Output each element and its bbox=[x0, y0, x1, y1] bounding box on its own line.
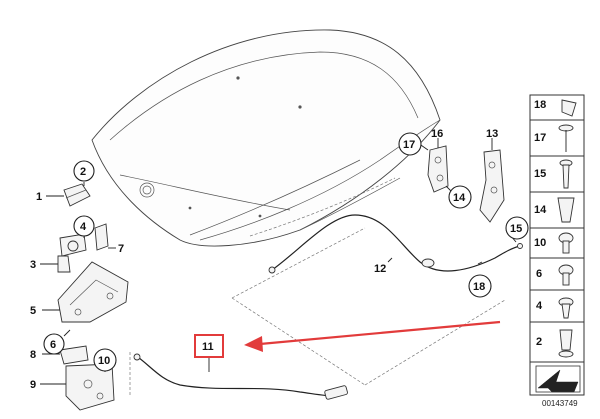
callout-3: 3 bbox=[30, 259, 36, 271]
callout-18: 18 bbox=[473, 281, 485, 293]
hood-hinge-parts bbox=[427, 145, 505, 223]
callout-4: 4 bbox=[80, 221, 87, 233]
callout-17: 17 bbox=[403, 139, 415, 151]
assembly-boundary bbox=[129, 227, 506, 395]
release-cable-lower bbox=[133, 353, 348, 400]
callout-1: 1 bbox=[36, 191, 42, 203]
panel-item-6: 6 bbox=[536, 268, 542, 280]
hood-illustration bbox=[91, 29, 441, 247]
callout-6: 6 bbox=[50, 339, 56, 351]
panel-arrow-icon bbox=[537, 369, 579, 393]
panel-item-4: 4 bbox=[536, 300, 543, 312]
panel-item-10: 10 bbox=[534, 237, 546, 249]
callout-2: 2 bbox=[80, 166, 86, 178]
callout-9: 9 bbox=[30, 379, 36, 391]
panel-item-2: 2 bbox=[536, 336, 542, 348]
diagram-id: 00143749 bbox=[542, 399, 578, 408]
callout-16: 16 bbox=[431, 128, 443, 140]
panel-item-14: 14 bbox=[534, 204, 547, 216]
callout-15: 15 bbox=[510, 223, 522, 235]
callout-10: 10 bbox=[98, 355, 110, 367]
highlight-arrow bbox=[244, 320, 501, 352]
callout-5: 5 bbox=[30, 305, 36, 317]
release-cable bbox=[268, 214, 523, 274]
callout-12: 12 bbox=[374, 263, 386, 275]
panel-item-18: 18 bbox=[534, 99, 546, 111]
callout-7: 7 bbox=[118, 243, 124, 255]
hood-latch-parts bbox=[57, 183, 129, 411]
panel-item-15: 15 bbox=[534, 168, 546, 180]
callout-11-highlight bbox=[194, 334, 224, 358]
callout-14: 14 bbox=[453, 192, 466, 204]
panel-item-17: 17 bbox=[534, 132, 546, 144]
callout-13: 13 bbox=[486, 128, 498, 140]
callouts: 1 2 3 4 7 5 6 8 9 10 11 12 13 14 15 16 1… bbox=[30, 128, 529, 391]
fastener-panel: 18 17 15 14 10 6 4 2 bbox=[529, 94, 585, 396]
callout-8: 8 bbox=[30, 349, 36, 361]
callout-11: 11 bbox=[202, 341, 214, 353]
